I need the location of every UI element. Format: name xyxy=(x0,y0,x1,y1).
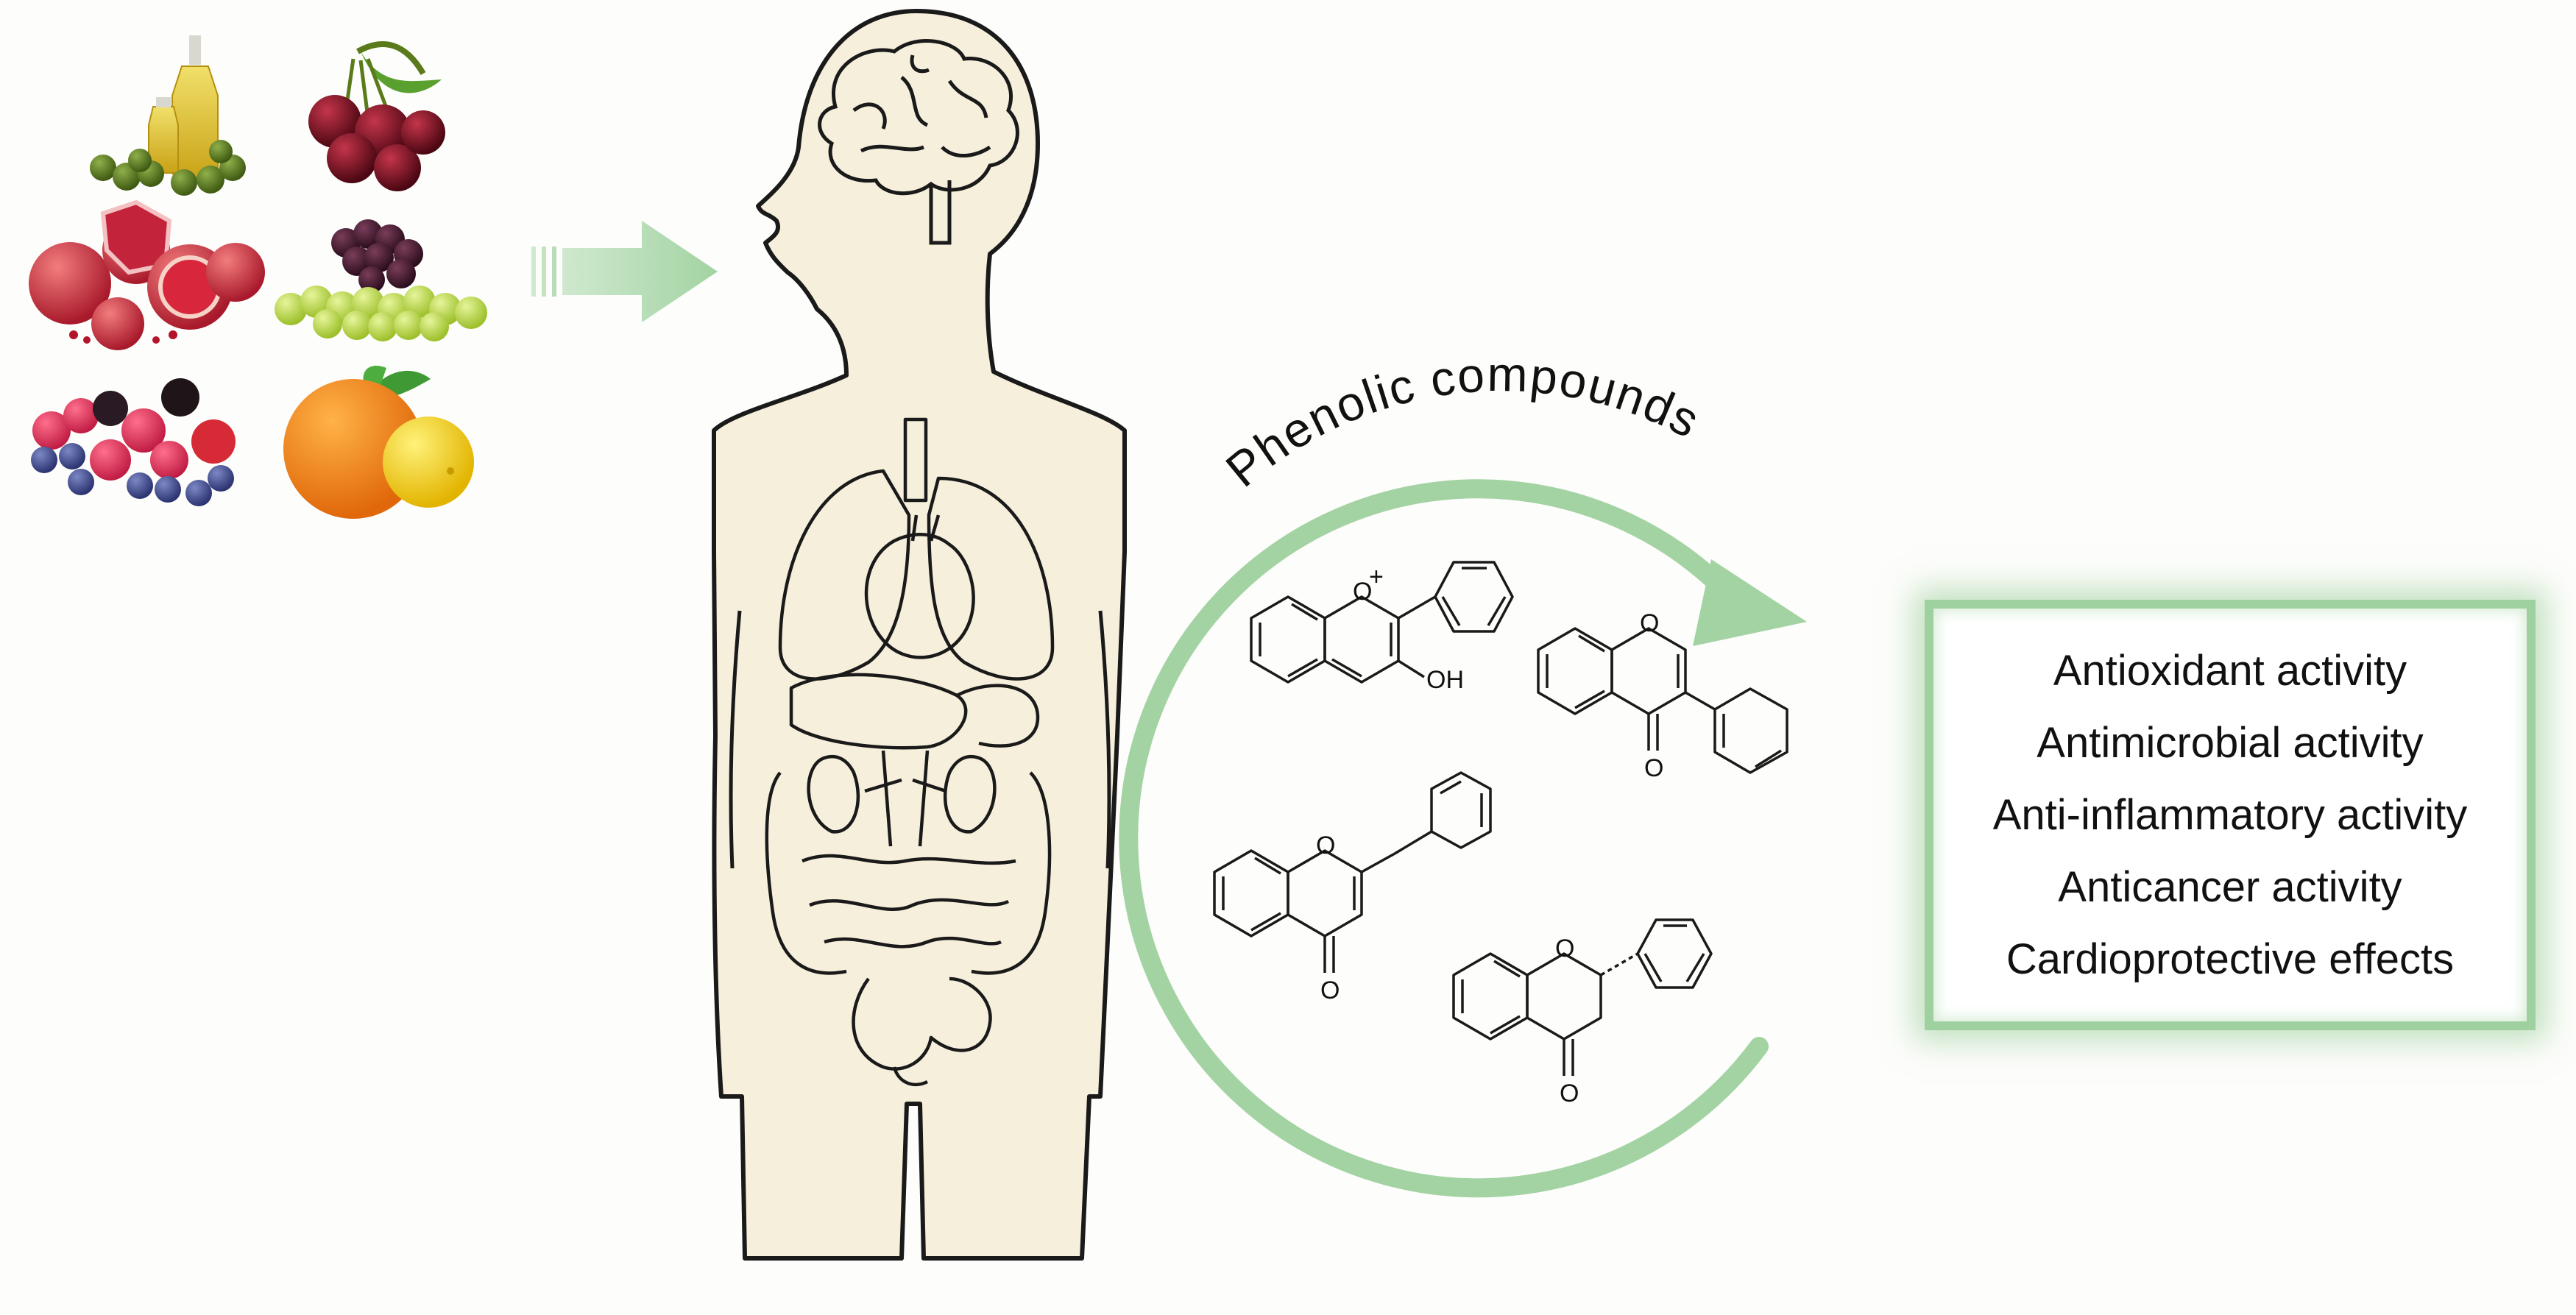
effect-antimicrobial: Antimicrobial activity xyxy=(2037,718,2424,767)
olive-oil-icon xyxy=(90,35,246,196)
flavanone-ring-oxygen-label: O xyxy=(1555,935,1574,963)
organs-outline xyxy=(765,417,1055,1087)
effect-cardioprotective: Cardioprotective effects xyxy=(2006,935,2455,983)
isoflavone-ring-oxygen-label: O xyxy=(1640,609,1659,637)
charge-label: + xyxy=(1369,563,1384,591)
health-effects-list: Antioxidant activity Antimicrobial activ… xyxy=(1993,635,2468,996)
flavone-structure: O O xyxy=(1213,771,1492,1004)
effect-anticancer: Anticancer activity xyxy=(2058,862,2402,911)
brain-outline xyxy=(818,39,1019,245)
citrus-icon xyxy=(283,366,474,519)
isoflavone-carbonyl-label: O xyxy=(1644,754,1663,782)
flavanone-carbonyl-label: O xyxy=(1560,1080,1579,1107)
flavone-ring-oxygen-label: O xyxy=(1316,832,1335,859)
human-body xyxy=(712,9,1127,1261)
pomegranate-icon xyxy=(29,199,265,350)
grapes-icon xyxy=(275,219,487,341)
health-effects-box: Antioxidant activity Antimicrobial activ… xyxy=(1925,600,2536,1030)
flavone-carbonyl-label: O xyxy=(1320,976,1340,1004)
hydroxyl-label: OH xyxy=(1426,666,1464,694)
isoflavone-structure: O O xyxy=(1537,609,1788,782)
intake-arrow xyxy=(531,221,718,322)
berries-icon xyxy=(31,378,236,506)
compound-cycle-arrow xyxy=(1119,479,1807,1198)
food-collage xyxy=(29,35,487,519)
flavylium-structure: O + OH xyxy=(1250,561,1514,694)
cherries-icon xyxy=(308,41,445,191)
flavanone-structure: O O xyxy=(1452,918,1713,1107)
oxonium-label: O xyxy=(1353,578,1372,606)
effect-anti-inflammatory: Anti-inflammatory activity xyxy=(1992,790,2468,839)
phenolic-compounds-label: Phenolic compounds xyxy=(1216,347,1710,497)
effect-antioxidant: Antioxidant activity xyxy=(2053,646,2407,695)
